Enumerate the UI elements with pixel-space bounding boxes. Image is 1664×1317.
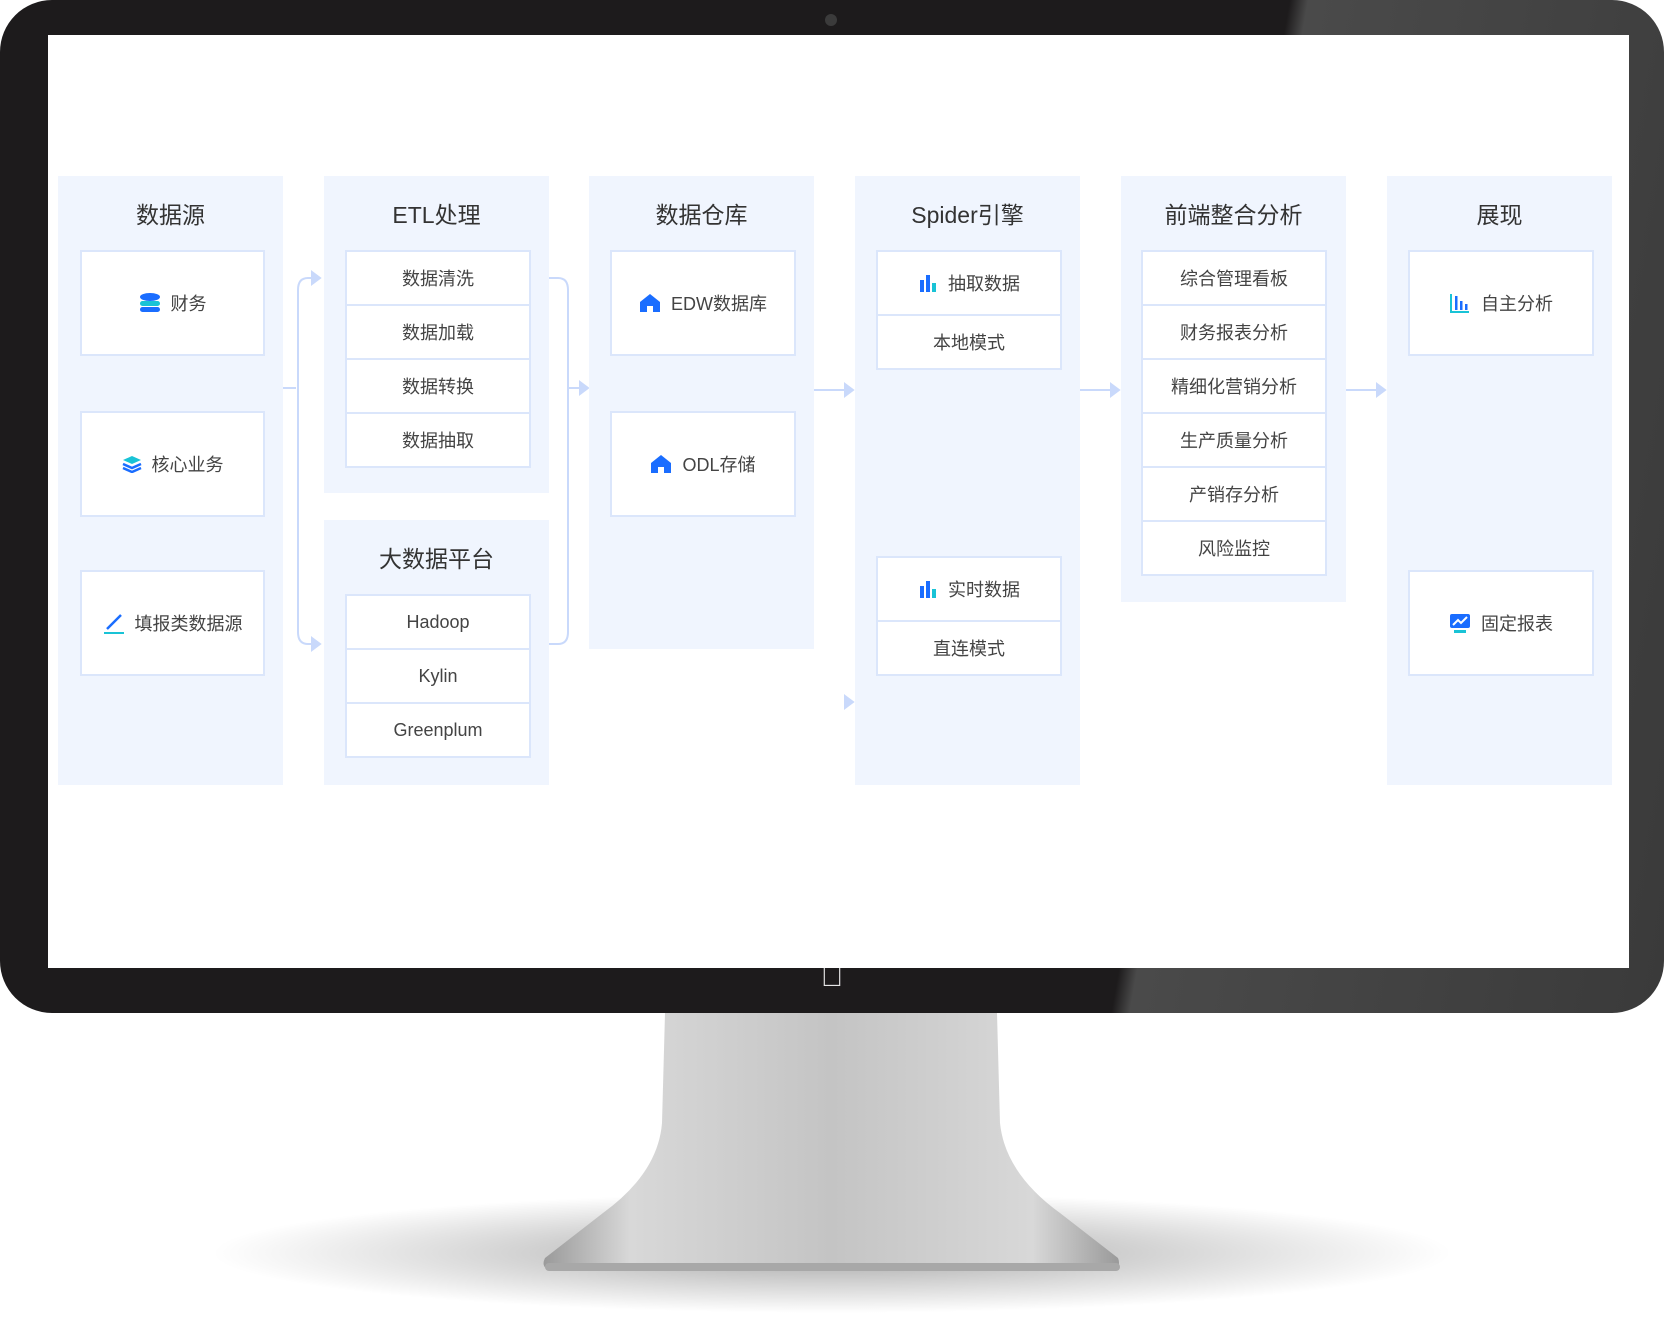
monitor-stand xyxy=(212,1013,1452,1313)
panel-title: Spider引擎 xyxy=(911,202,1024,228)
item-label: 实时数据 xyxy=(948,580,1020,600)
apple-logo-icon:  xyxy=(816,960,848,994)
source-card-core-business[interactable]: 核心业务 xyxy=(80,411,265,517)
etl-item[interactable]: 数据抽取 xyxy=(345,412,531,468)
spider-extract-data[interactable]: 抽取数据 xyxy=(876,250,1062,316)
spider-direct-mode[interactable]: 直连模式 xyxy=(876,620,1062,676)
house-icon xyxy=(651,455,672,473)
panel-title: 数据源 xyxy=(136,202,205,228)
bar-chart-icon xyxy=(920,581,936,598)
card-label: 核心业务 xyxy=(151,455,224,475)
display-card-self-analysis[interactable]: 自主分析 xyxy=(1408,250,1594,356)
panel-title: ETL处理 xyxy=(392,202,481,228)
spider-realtime-data[interactable]: 实时数据 xyxy=(876,556,1062,622)
analysis-item[interactable]: 财务报表分析 xyxy=(1141,304,1327,360)
etl-item[interactable]: 数据加载 xyxy=(345,304,531,360)
etl-item[interactable]: 数据转换 xyxy=(345,358,531,414)
screen: 数据源 财务 核心业务 填报类数据源 ETL处理 数据清洗 数据加载 数据转换 … xyxy=(48,35,1629,968)
house-icon xyxy=(640,294,660,312)
pen-icon xyxy=(103,614,124,634)
card-label: 财务 xyxy=(170,294,207,314)
analysis-item[interactable]: 生产质量分析 xyxy=(1141,412,1327,468)
big-data-item[interactable]: Kylin xyxy=(345,648,531,704)
source-card-finance[interactable]: 财务 xyxy=(80,250,265,356)
bar-chart-icon xyxy=(920,275,936,292)
analysis-item[interactable]: 产销存分析 xyxy=(1141,466,1327,522)
card-label: 填报类数据源 xyxy=(134,614,243,634)
card-label: ODL存储 xyxy=(682,455,756,475)
warehouse-card-odl[interactable]: ODL存储 xyxy=(610,411,796,517)
big-data-item[interactable]: Hadoop xyxy=(345,594,531,650)
layers-icon xyxy=(121,456,142,473)
analysis-item[interactable]: 综合管理看板 xyxy=(1141,250,1327,306)
source-card-fill-in[interactable]: 填报类数据源 xyxy=(80,570,265,676)
camera-icon xyxy=(825,14,837,26)
panel-title: 大数据平台 xyxy=(379,546,494,572)
warehouse-card-edw[interactable]: EDW数据库 xyxy=(610,250,796,356)
trend-monitor-icon xyxy=(1450,614,1470,633)
panel-title: 前端整合分析 xyxy=(1164,202,1303,228)
database-icon xyxy=(139,293,160,312)
analysis-item[interactable]: 风险监控 xyxy=(1141,520,1327,576)
card-label: EDW数据库 xyxy=(671,294,767,314)
bar-chart-outline-icon xyxy=(1450,294,1469,313)
flow-connectors xyxy=(283,270,1387,710)
card-label: 固定报表 xyxy=(1481,614,1553,634)
spider-local-mode[interactable]: 本地模式 xyxy=(876,314,1062,370)
display-card-fixed-report[interactable]: 固定报表 xyxy=(1408,570,1594,676)
card-label: 自主分析 xyxy=(1481,294,1553,314)
panel-title: 展现 xyxy=(1476,202,1523,228)
etl-item[interactable]: 数据清洗 xyxy=(345,250,531,306)
item-label: 抽取数据 xyxy=(948,274,1020,294)
panel-title: 数据仓库 xyxy=(655,202,748,228)
big-data-item[interactable]: Greenplum xyxy=(345,702,531,758)
analysis-item[interactable]: 精细化营销分析 xyxy=(1141,358,1327,414)
